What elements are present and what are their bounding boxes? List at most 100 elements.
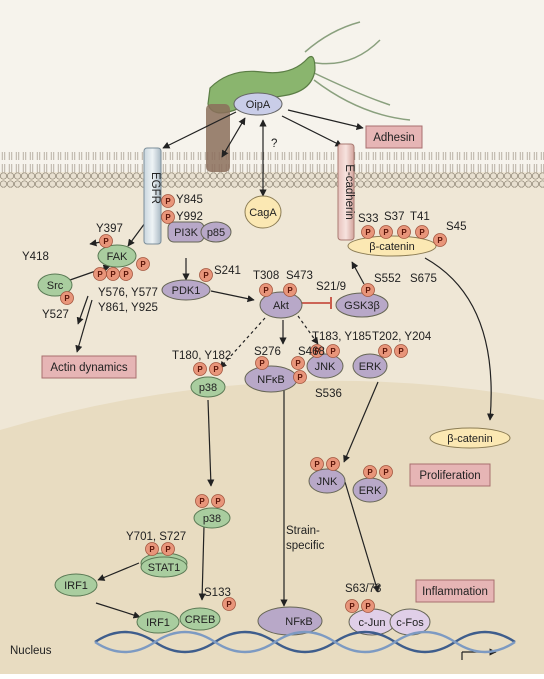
phospho-circle bbox=[361, 283, 375, 297]
phospho-marker-egfr-y845: P bbox=[161, 194, 175, 208]
phospho-circle bbox=[199, 268, 213, 282]
phospho-marker-akt-s473: P bbox=[283, 283, 297, 297]
p38-nucleus-node: p38 bbox=[193, 507, 231, 529]
phospho-marker-p38-2: P bbox=[209, 362, 223, 376]
phospho-circle bbox=[361, 599, 375, 613]
phospho-circle bbox=[345, 599, 359, 613]
phospho-label: P bbox=[110, 270, 116, 279]
phospho-label: P bbox=[297, 373, 303, 382]
phospho-marker-p38-1: P bbox=[193, 362, 207, 376]
phospho-marker-bcat-s33: P bbox=[361, 225, 375, 239]
erk-cytoplasm-node: ERK bbox=[352, 353, 388, 379]
proliferation-box: Proliferation bbox=[409, 463, 491, 487]
site-fak-y576: Y576, Y577 bbox=[98, 287, 158, 299]
phospho-marker-jnk-1: P bbox=[310, 344, 324, 358]
phospho-circle bbox=[310, 344, 324, 358]
phospho-marker-jnk-2: P bbox=[326, 344, 340, 358]
bacterium-helicobacter bbox=[207, 21, 411, 121]
phospho-label: P bbox=[263, 286, 269, 295]
phospho-marker-erk-2: P bbox=[394, 344, 408, 358]
svg-text:c-Fos: c-Fos bbox=[396, 617, 424, 629]
phospho-circle bbox=[363, 465, 377, 479]
site-bcat-s552: S552 bbox=[374, 273, 401, 285]
irf1-dna-node: IRF1 bbox=[136, 610, 180, 634]
phospho-label: P bbox=[365, 602, 371, 611]
svg-text:Inflammation: Inflammation bbox=[422, 586, 488, 598]
bcatenin-membrane-node: β-catenin bbox=[347, 235, 437, 257]
phospho-label: P bbox=[226, 600, 232, 609]
phospho-label: P bbox=[330, 347, 336, 356]
svg-text:c-Jun: c-Jun bbox=[359, 617, 386, 629]
phospho-marker-src-y527: P bbox=[60, 291, 74, 305]
svg-text:IRF1: IRF1 bbox=[64, 580, 88, 592]
site-cjun-s63: S63/73 bbox=[345, 583, 381, 595]
site-fak-y861: Y861, Y925 bbox=[98, 302, 158, 314]
phospho-circle bbox=[361, 225, 375, 239]
phospho-circle bbox=[119, 267, 133, 281]
svg-text:NFκB: NFκB bbox=[285, 616, 313, 628]
phospho-marker-bcat-s37: P bbox=[379, 225, 393, 239]
egfr-receptor bbox=[143, 147, 162, 245]
svg-text:p38: p38 bbox=[203, 513, 221, 525]
phospho-label: P bbox=[140, 260, 146, 269]
svg-text:FAK: FAK bbox=[107, 251, 128, 263]
phospho-marker-cjun-2: P bbox=[361, 599, 375, 613]
site-nfkb-s468: S468 bbox=[298, 346, 325, 358]
phospho-label: P bbox=[419, 228, 425, 237]
phospho-marker-fak-y397: P bbox=[99, 234, 113, 248]
svg-text:Proliferation: Proliferation bbox=[419, 470, 480, 482]
phospho-circle bbox=[211, 494, 225, 508]
phospho-label: P bbox=[287, 286, 293, 295]
phospho-marker-p38-n2: P bbox=[211, 494, 225, 508]
site-erk-t202: T202, Y204 bbox=[372, 331, 432, 343]
svg-text:NFκB: NFκB bbox=[257, 374, 285, 386]
phospho-label: P bbox=[259, 359, 265, 368]
phospho-marker-bcat-t41: P bbox=[415, 225, 429, 239]
ecadherin-receptor bbox=[337, 143, 355, 241]
oipa-anchor-stalk bbox=[206, 104, 230, 172]
dna-helix bbox=[94, 630, 516, 654]
site-bcat-t41: T41 bbox=[410, 211, 430, 223]
site-bcat-s37: S37 bbox=[384, 211, 404, 223]
site-egfr-y992: Y992 bbox=[176, 211, 203, 223]
phospho-label: P bbox=[383, 468, 389, 477]
svg-text:Akt: Akt bbox=[273, 300, 289, 312]
ecadherin-label: E-cadherin bbox=[343, 164, 355, 220]
cjun-node: c-Jun bbox=[348, 608, 396, 636]
svg-text:IRF1: IRF1 bbox=[146, 617, 170, 629]
strain-specific-line1: Strain- bbox=[286, 525, 320, 537]
phospho-circle bbox=[161, 542, 175, 556]
phospho-marker-fak-3: P bbox=[119, 267, 133, 281]
phospho-label: P bbox=[123, 270, 129, 279]
phospho-marker-jnk-n1: P bbox=[310, 457, 324, 471]
site-src-y527: Y527 bbox=[42, 309, 69, 321]
phospho-marker-erk-n2: P bbox=[379, 465, 393, 479]
site-bcat-s675: S675 bbox=[410, 273, 437, 285]
phospho-marker-fak-1: P bbox=[93, 267, 107, 281]
irf1-cytoplasm-node: IRF1 bbox=[54, 573, 98, 597]
site-gsk-s219: S21/9 bbox=[316, 281, 346, 293]
phospho-circle bbox=[291, 356, 305, 370]
egfr-label: EGFR bbox=[149, 172, 161, 204]
svg-text:OipA: OipA bbox=[246, 99, 271, 111]
phospho-label: P bbox=[401, 228, 407, 237]
phospho-circle bbox=[310, 457, 324, 471]
caga-node: CagA bbox=[244, 195, 282, 229]
phospho-label: P bbox=[437, 236, 443, 245]
site-stat1-y701: Y701, S727 bbox=[126, 531, 186, 543]
svg-text:Src: Src bbox=[47, 280, 64, 292]
phospho-circle bbox=[193, 362, 207, 376]
svg-text:β-catenin: β-catenin bbox=[369, 241, 414, 253]
creb-node: CREB bbox=[179, 607, 221, 631]
phospho-label: P bbox=[314, 460, 320, 469]
phospho-marker-nfkb-s536: P bbox=[293, 370, 307, 384]
akt-node: Akt bbox=[259, 291, 303, 319]
inflammation-box: Inflammation bbox=[415, 579, 495, 603]
phospho-marker-egfr-y992: P bbox=[161, 210, 175, 224]
site-nfkb-s276: S276 bbox=[254, 346, 281, 358]
phospho-marker-nfkb-1: P bbox=[255, 356, 269, 370]
phospho-marker-erk-1: P bbox=[378, 344, 392, 358]
site-creb-s133: S133 bbox=[204, 587, 231, 599]
